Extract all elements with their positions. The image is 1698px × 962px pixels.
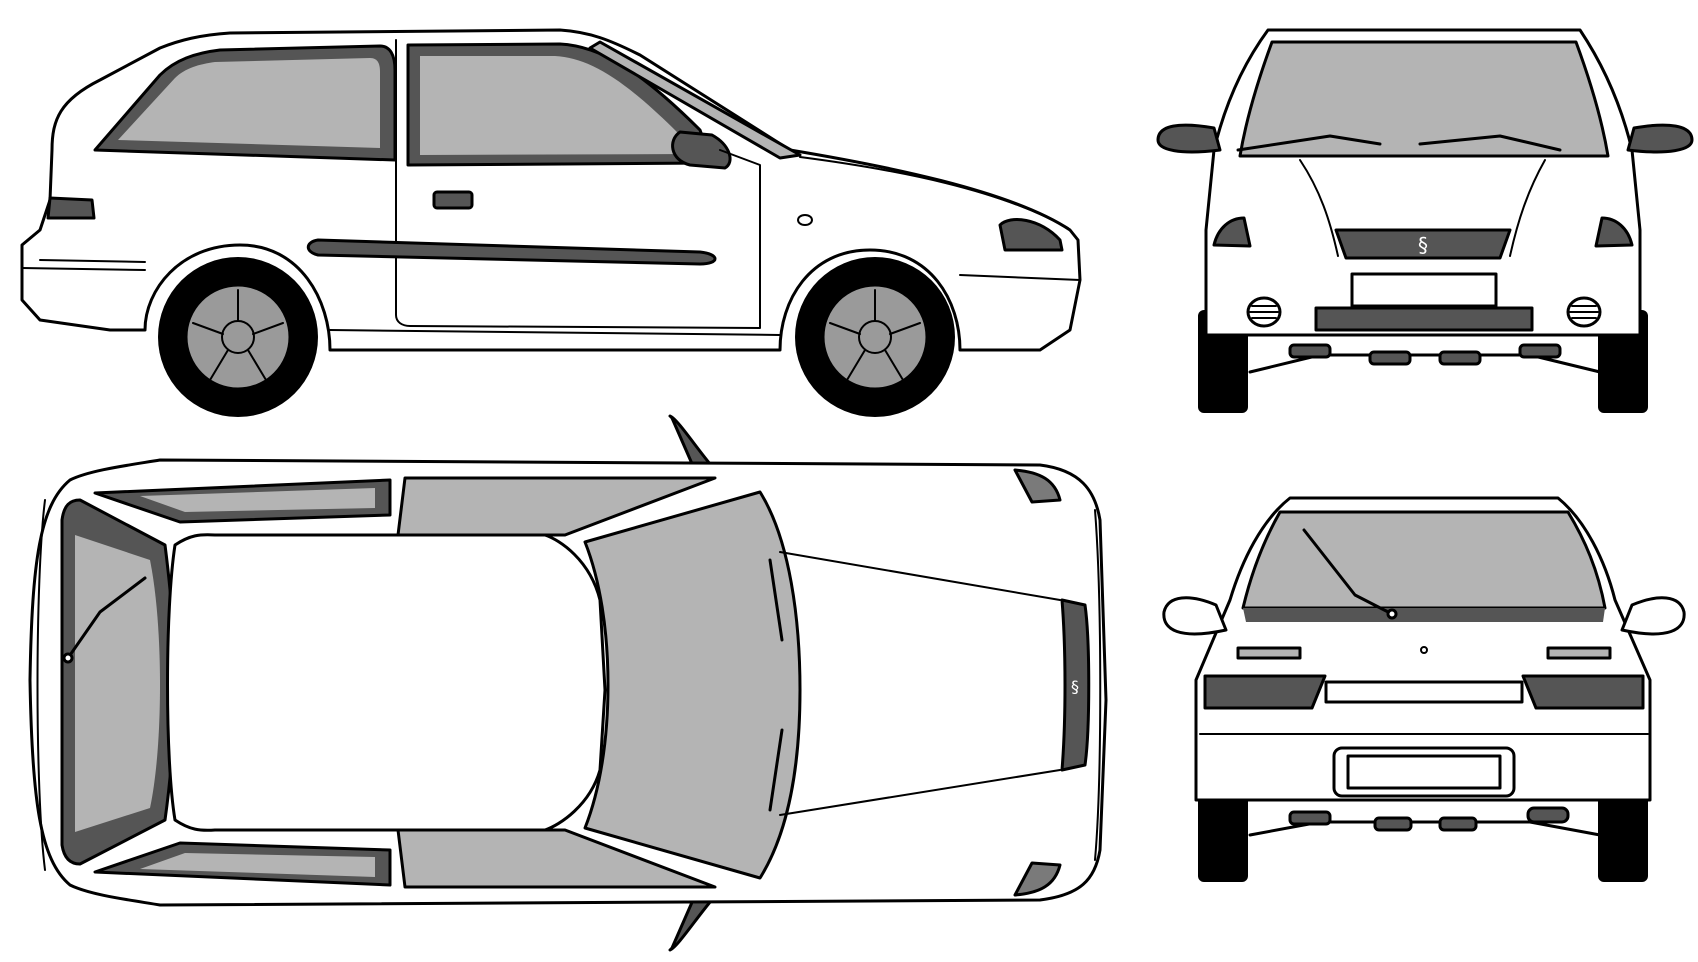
top-side-window-lower-rear-glass [140,853,375,877]
top-headlamp-upper [1013,468,1062,504]
rear-underbody-part-1 [1288,810,1332,826]
side-rear-lamp [46,196,96,220]
top-side-window-lower-front [396,828,717,889]
side-lower-line [39,259,146,263]
side-windshield [588,40,802,160]
side-mirror [671,130,732,170]
front-hood-crease-right [1509,159,1546,257]
rear-reflector-right [1546,646,1612,660]
rear-left-tyre [1198,782,1248,882]
side-front-wheel [795,257,955,417]
top-rear-wiper-pivot [62,652,74,664]
front-underbody-part-3 [1438,350,1482,366]
rear-underbody-part-3 [1438,816,1478,832]
rear-view [1162,496,1686,882]
front-grille [1334,228,1512,260]
rear-underbody-part-2 [1373,816,1413,832]
rear-right-tyre [1598,782,1648,882]
side-door [395,39,761,329]
rear-exhaust [1526,806,1570,824]
front-view: § [1156,28,1694,413]
top-rear-bumper-line [36,499,46,871]
side-marker-lamp [797,214,813,226]
side-moulding [306,238,717,266]
top-wiper-lower [768,728,784,812]
top-roof [166,533,607,832]
side-rear-window-glass [118,58,380,148]
rear-tail-lamp-left [1203,674,1327,710]
rear-lock [1420,646,1428,654]
top-hood-line-lower [779,769,1061,816]
top-front-grille [1060,598,1091,772]
rear-underbody [1248,820,1602,837]
front-wiper-left [1236,134,1382,152]
rear-wiper [1302,528,1394,616]
rear-window-lower-band [1243,608,1605,622]
front-headlamp-right [1594,216,1634,248]
front-hood-crease-left [1299,159,1339,257]
rear-reflector-left [1236,646,1302,660]
front-underbody-part-4 [1518,343,1562,359]
front-underbody [1248,353,1602,374]
side-rear-bumper [21,267,146,271]
side-front-bumper [959,274,1081,281]
front-lower-intake [1314,306,1534,332]
front-fog-lamp-right [1566,296,1602,328]
side-headlamp [998,218,1064,252]
front-wiper-right [1418,134,1562,152]
top-side-window-upper-front [396,476,717,537]
side-view [20,28,1082,417]
rear-centre-garnish [1324,680,1524,704]
side-hood-line [799,156,1069,229]
side-sill [329,329,781,336]
top-hood-line-upper [779,551,1061,601]
suzuki-s-logo-icon: § [1071,677,1079,696]
top-wiper-upper [768,558,784,642]
front-headlamp-left [1212,216,1252,248]
top-side-window-upper-rear-glass [140,488,375,512]
top-windshield [583,490,802,880]
front-windshield [1238,40,1610,158]
top-front-bumper-line [1094,509,1102,861]
top-rear-wiper [66,576,147,660]
front-fog-lamp-left [1246,296,1282,328]
rear-mirror-left [1162,596,1228,636]
suzuki-s-logo-icon: § [1418,233,1428,257]
front-underbody-part-2 [1368,350,1412,366]
top-rear-window-glass [75,535,160,832]
rear-licence-plate [1346,754,1502,790]
rear-tail-lamp-right [1521,674,1645,710]
front-licence-plate [1350,272,1498,308]
rear-window [1241,510,1607,610]
rear-mirror-right [1620,596,1686,636]
front-underbody-part-1 [1288,343,1332,359]
top-view: § [28,414,1108,952]
front-mirror-left [1156,123,1222,154]
top-headlamp-lower [1013,861,1062,897]
rear-wiper-pivot [1386,608,1398,620]
side-door-handle [432,190,474,210]
side-front-window-glass [420,56,690,155]
front-mirror-right [1626,123,1694,154]
side-rear-wheel [158,257,318,417]
